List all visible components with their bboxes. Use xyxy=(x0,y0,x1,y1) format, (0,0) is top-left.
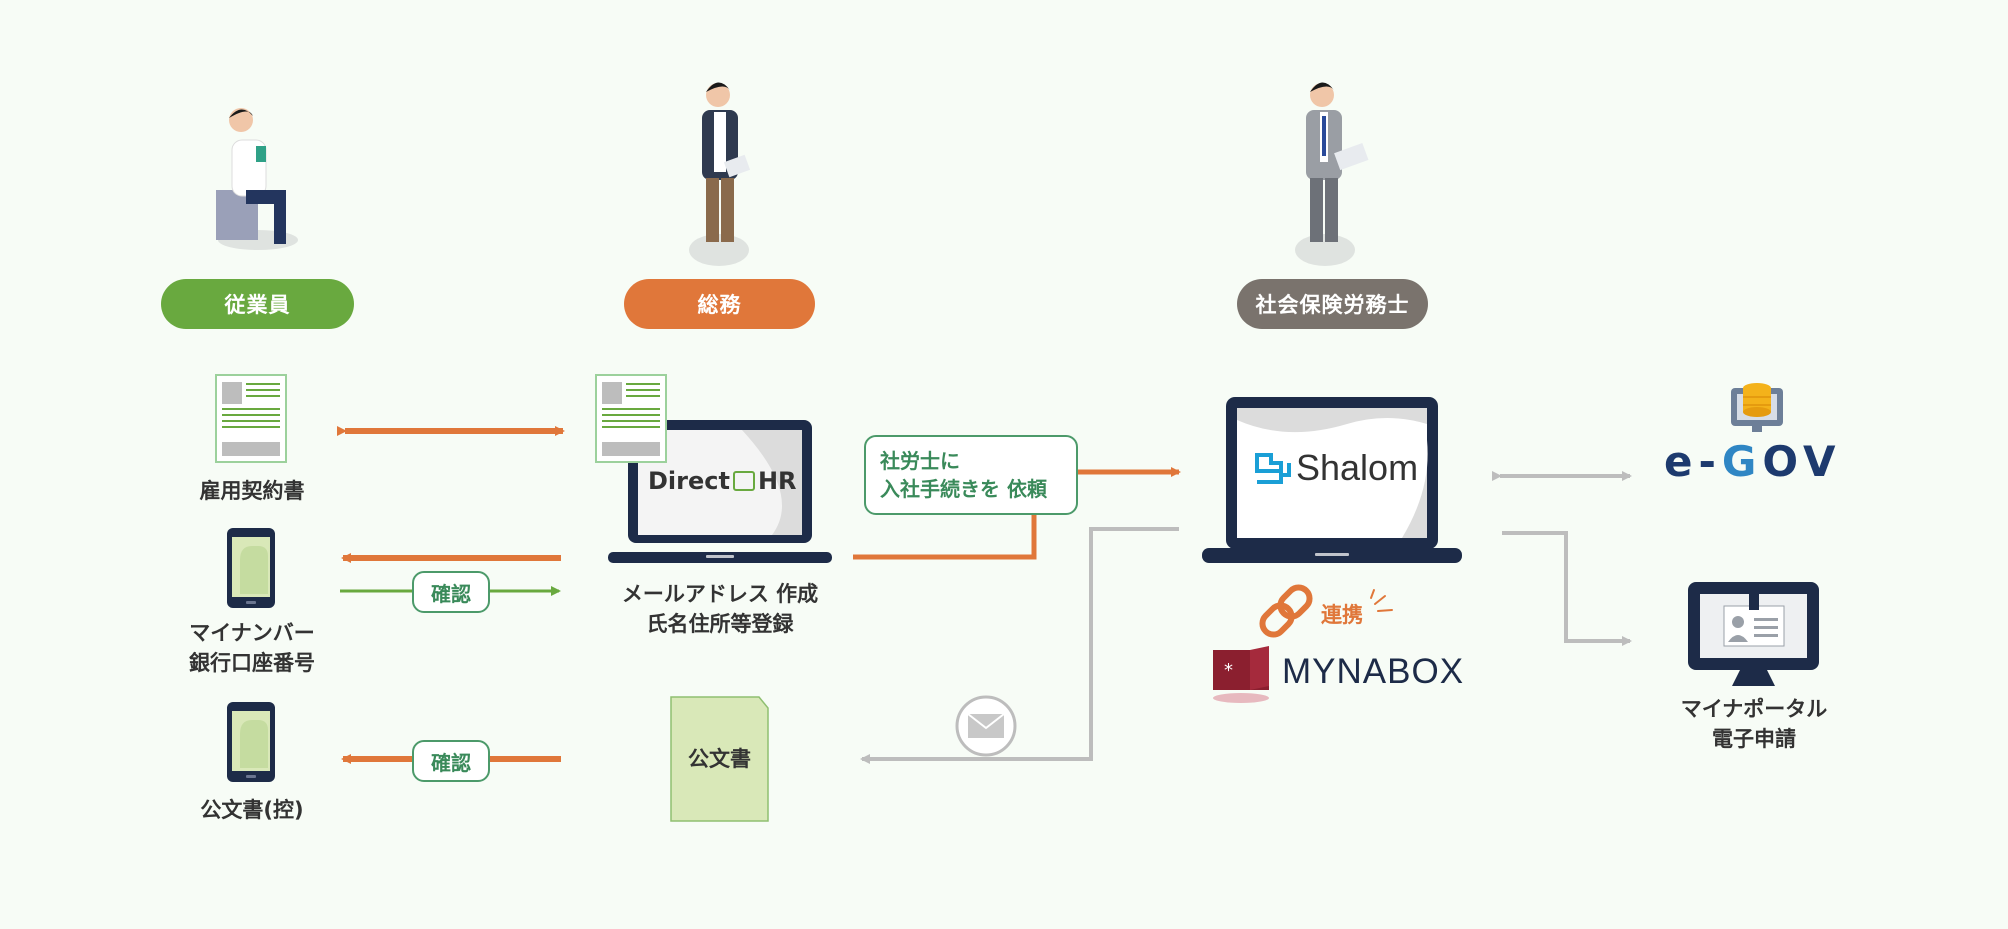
contract-document-icon xyxy=(595,374,667,463)
official-document-icon xyxy=(670,696,769,822)
registration-label: メールアドレス 作成 氏名住所等登録 xyxy=(590,579,850,639)
smartphone-icon xyxy=(227,702,275,782)
official-document-label: 公文書 xyxy=(688,747,751,771)
smartphone-icon xyxy=(227,528,275,608)
egov-logo-e: e- xyxy=(1664,437,1722,486)
request-tag-line1: 社労士に xyxy=(880,449,960,473)
shalom-logo-text: Shalom xyxy=(1296,447,1419,488)
renkei-label: 連携 xyxy=(1321,603,1363,627)
portal-label: マイナポータル 電子申請 xyxy=(1654,694,1854,754)
mynabox-box-icon: * xyxy=(1213,646,1269,703)
confirm-tag: 確認 xyxy=(412,740,490,782)
svg-text:*: * xyxy=(1224,660,1233,681)
sparkle-icon xyxy=(1370,589,1393,612)
request-tag: 社労士に 入社手続きを 依頼 xyxy=(864,435,1078,515)
contract-label: 雇用契約書 xyxy=(199,479,305,503)
server-icon xyxy=(1731,383,1783,432)
role-sharoushi: 社会保険労務士 xyxy=(1237,279,1428,329)
shalom-logo-icon xyxy=(1255,453,1291,484)
link-icon xyxy=(1259,584,1313,638)
request-tag-line2: 入社手続きを 依頼 xyxy=(880,477,1047,501)
portal-arrow xyxy=(1502,531,1632,646)
role-employee: 従業員 xyxy=(161,279,354,329)
official-copy-label: 公文書(控) xyxy=(200,798,304,822)
registration-label-line1: メールアドレス 作成 xyxy=(621,582,819,606)
confirm-tag: 確認 xyxy=(412,571,490,613)
monitor-icon xyxy=(1688,582,1819,686)
role-general-affairs: 総務 xyxy=(624,279,815,329)
mynumber-label-line1: マイナンバー xyxy=(189,621,315,645)
directhr-swap-icon xyxy=(732,471,755,491)
portal-label-line2: 電子申請 xyxy=(1712,727,1796,751)
egov-logo: e-GOV xyxy=(1664,437,1842,486)
directhr-logo-hr: HR xyxy=(757,467,797,495)
mynabox-logo-text: MYNABOX xyxy=(1282,652,1465,691)
mynumber-label-line2: 銀行口座番号 xyxy=(189,651,315,675)
directhr-logo: Direct HR xyxy=(648,467,797,495)
directhr-logo-direct: Direct xyxy=(648,467,730,495)
portal-label-line1: マイナポータル xyxy=(1680,697,1828,721)
sharoushi-person-icon xyxy=(1295,82,1369,266)
mail-icon xyxy=(955,695,1017,757)
contract-document-icon xyxy=(215,374,287,463)
mynumber-label: マイナンバー 銀行口座番号 xyxy=(150,618,354,678)
general-affairs-person-icon xyxy=(689,82,751,266)
registration-label-line2: 氏名住所等登録 xyxy=(646,612,794,636)
shalom-laptop-icon xyxy=(1202,397,1462,563)
return-arrow xyxy=(860,527,1179,764)
egov-logo-ov: OV xyxy=(1762,437,1842,486)
employee-person-icon xyxy=(216,108,298,250)
egov-logo-g: G xyxy=(1721,437,1763,486)
